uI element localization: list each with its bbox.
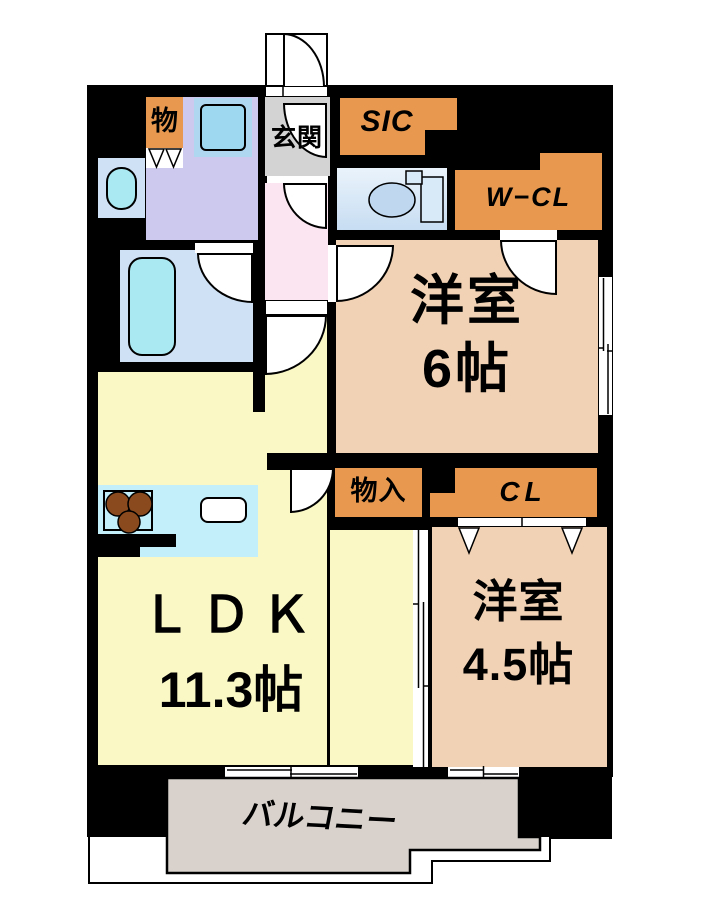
wcl-wall-notch: [455, 153, 540, 170]
label-sic: SIC: [360, 105, 414, 138]
room-toilet: [337, 168, 447, 230]
sliding-partition: [413, 530, 428, 767]
kitchen-sink-icon: [200, 497, 247, 523]
label-ldk-name: ＬＤＫ: [141, 587, 321, 643]
label-ldk-size: 11.3帖: [158, 662, 304, 718]
label-bedroom45-name: 洋室: [472, 576, 565, 627]
stove-icon: [103, 490, 153, 531]
label-bedroom6-name: 洋室: [410, 271, 524, 331]
label-bedroom6: 洋室 6帖: [336, 268, 598, 403]
storage-bifold-door: [146, 148, 183, 168]
entry-threshold: [265, 86, 328, 97]
balcony-sliding-window-bedroom: [448, 767, 519, 777]
label-balcony: バルコニー: [239, 796, 401, 839]
kitchen-counter-edge: [98, 534, 140, 557]
bedroom6-window: [599, 277, 612, 415]
label-bedroom45-size: 4.5帖: [462, 639, 575, 690]
bathtub-icon: [128, 257, 176, 356]
vanity-basin-icon: [106, 167, 137, 210]
wall-block-left: [87, 765, 170, 837]
label-bedroom45: 洋室 4.5帖: [430, 570, 607, 696]
label-ldk: ＬＤＫ 11.3帖: [95, 578, 367, 728]
label-storage-inner: 物入: [350, 476, 407, 506]
room-bedroom45: [432, 527, 607, 767]
closet-threshold: [457, 517, 587, 527]
label-entrance: 玄関: [270, 124, 323, 152]
washing-machine-icon: [200, 104, 246, 151]
bathroom-door-gap: [195, 243, 253, 253]
label-storage: 物: [151, 106, 178, 136]
room-storage: [146, 97, 183, 148]
label-closet: CL: [499, 476, 547, 507]
corridor-threshold: [265, 300, 328, 315]
wall-block-right: [519, 767, 612, 837]
entrance-step: [267, 176, 328, 183]
partition-wall-line: [428, 530, 432, 767]
room-ldk: [98, 372, 253, 765]
label-walk-in-closet: W−CL: [485, 182, 572, 212]
room-ldk: [330, 530, 413, 765]
label-bedroom6-size: 6帖: [421, 338, 513, 399]
balcony-sliding-window-ldk: [225, 767, 358, 777]
bedroom6-door-gap: [328, 245, 336, 302]
wcl-door-gap: [500, 230, 557, 240]
